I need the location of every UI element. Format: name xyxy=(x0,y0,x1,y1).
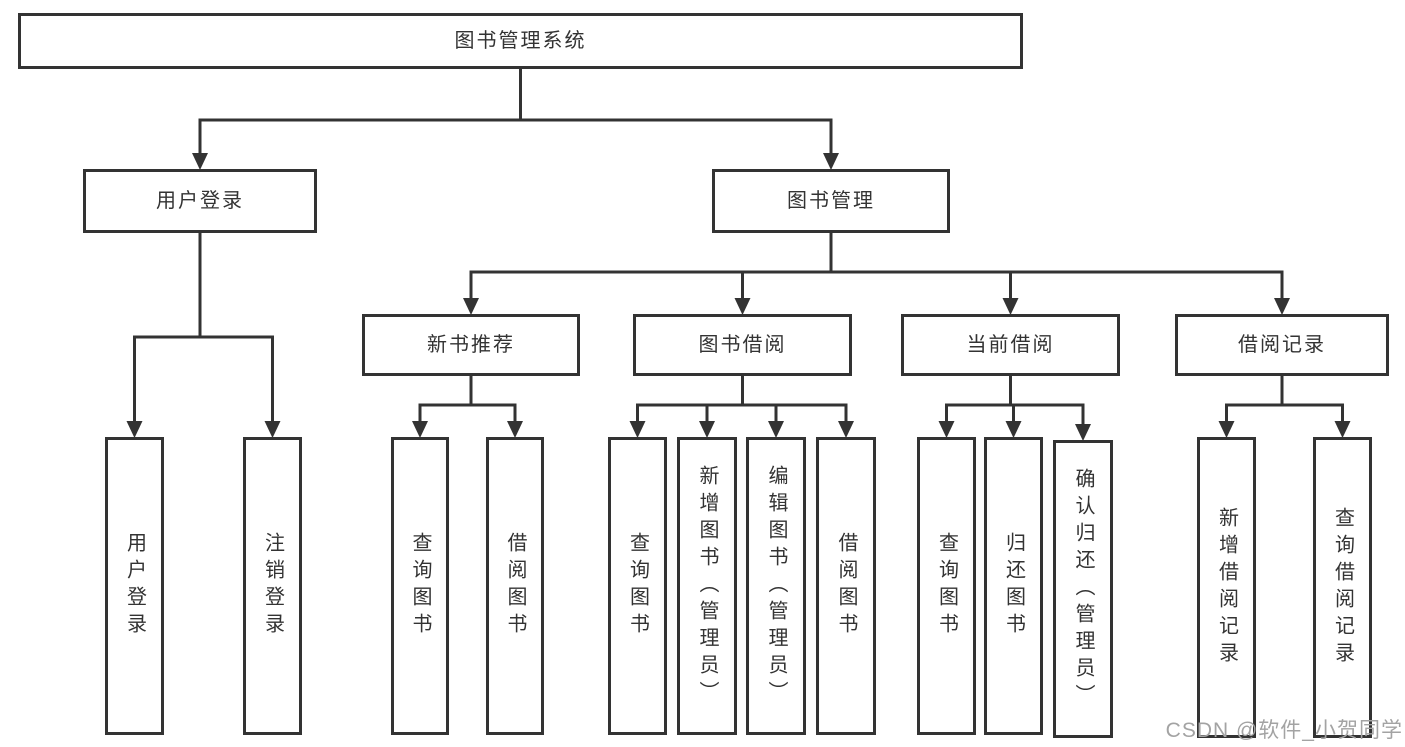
node-new-book-rec: 新书推荐 xyxy=(362,314,580,376)
node-user-login-leaf: 用户登录 xyxy=(105,437,164,735)
node-label: 编辑图书（管理员） xyxy=(765,464,787,708)
node-label: 查询借阅记录 xyxy=(1331,506,1354,669)
node-current-borrow: 当前借阅 xyxy=(901,314,1120,376)
node-label: 图书管理 xyxy=(787,190,875,212)
arrowhead-icon xyxy=(192,153,208,170)
arrowhead-icon xyxy=(1334,421,1351,438)
node-label: 查询图书 xyxy=(935,532,958,640)
node-label: 注销登录 xyxy=(261,532,284,640)
node-label: 查询图书 xyxy=(626,532,649,640)
node-add-books: 新增图书（管理员） xyxy=(677,437,737,735)
node-borrow-books-2: 借阅图书 xyxy=(816,437,876,735)
node-label: 查询图书 xyxy=(409,532,431,640)
node-borrow-records: 借阅记录 xyxy=(1175,314,1389,376)
arrowhead-icon xyxy=(1075,424,1091,441)
node-edit-books: 编辑图书（管理员） xyxy=(746,437,806,735)
node-label: 新增图书（管理员） xyxy=(696,464,718,708)
node-label: 图书借阅 xyxy=(698,334,787,356)
arrowhead-icon xyxy=(629,421,646,438)
node-query-books-2: 查询图书 xyxy=(608,437,667,735)
arrowhead-icon xyxy=(1005,421,1022,438)
node-label: 借阅图书 xyxy=(504,532,526,640)
node-return-books: 归还图书 xyxy=(984,437,1043,735)
node-book-mgmt: 图书管理 xyxy=(712,169,950,233)
watermark: CSDN @软件_小贺同学 xyxy=(1165,719,1403,742)
arrowhead-icon xyxy=(507,421,523,438)
arrowhead-icon xyxy=(264,421,281,438)
node-label: 当前借阅 xyxy=(966,334,1055,356)
node-query-books-3: 查询图书 xyxy=(917,437,976,735)
node-label: 借阅图书 xyxy=(835,532,857,640)
arrowhead-icon xyxy=(734,298,751,315)
arrowhead-icon xyxy=(1218,421,1235,438)
arrowhead-icon xyxy=(768,421,784,438)
node-label: 借阅记录 xyxy=(1238,334,1326,356)
node-label: 用户登录 xyxy=(123,532,146,640)
node-confirm-return: 确认归还（管理员） xyxy=(1053,440,1113,738)
arrowhead-icon xyxy=(823,153,839,170)
node-label: 归还图书 xyxy=(1002,532,1025,640)
node-label: 确认归还（管理员） xyxy=(1072,467,1094,711)
node-book-borrow: 图书借阅 xyxy=(633,314,852,376)
arrowhead-icon xyxy=(126,421,143,438)
node-label: 图书管理系统 xyxy=(454,30,587,52)
arrowhead-icon xyxy=(699,421,715,438)
node-root: 图书管理系统 xyxy=(18,13,1023,69)
arrowhead-icon xyxy=(838,421,854,438)
node-logout: 注销登录 xyxy=(243,437,302,735)
node-label: 用户登录 xyxy=(156,190,244,212)
arrowhead-icon xyxy=(1274,298,1290,315)
node-label: 新增借阅记录 xyxy=(1215,506,1238,669)
node-query-books-1: 查询图书 xyxy=(391,437,449,735)
node-label: 新书推荐 xyxy=(427,334,515,356)
node-borrow-books-1: 借阅图书 xyxy=(486,437,544,735)
node-user-login: 用户登录 xyxy=(83,169,317,233)
arrowhead-icon xyxy=(1002,298,1019,315)
node-add-borrow-record: 新增借阅记录 xyxy=(1197,437,1256,738)
arrowhead-icon xyxy=(463,298,479,315)
arrowhead-icon xyxy=(412,421,428,438)
arrowhead-icon xyxy=(938,421,955,438)
node-query-borrow-record: 查询借阅记录 xyxy=(1313,437,1372,738)
